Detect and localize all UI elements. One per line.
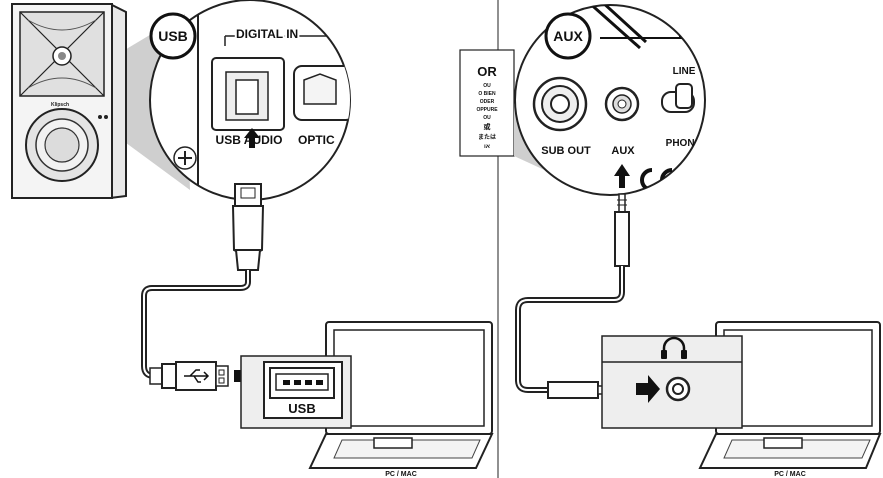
arrow-right-icon	[636, 375, 660, 403]
usb-symbol-icon	[184, 369, 210, 383]
aux-badge-label: AUX	[553, 28, 583, 44]
or-box: OR OU O BIEN ODER OPPURE OU 或 または או	[459, 49, 515, 157]
speaker: Klipsch	[11, 3, 127, 199]
laptop-caption-left: PC / MAC	[385, 471, 417, 478]
speaker-brand: Klipsch	[51, 102, 69, 108]
port-label-sub-out: SUB OUT	[541, 145, 591, 157]
usb-port-callout: USB	[240, 355, 352, 429]
laptop-left	[308, 321, 494, 469]
port-label-usb-audio: USB AUDIO	[216, 133, 283, 147]
aux-cable	[515, 193, 630, 399]
zoom-circle-aux: OP LINE PHONO SUB OUT AUX	[514, 4, 706, 196]
laptop-right	[698, 321, 882, 469]
switch-label-phono: PHONO	[666, 138, 703, 149]
or-translation-2: ODER	[480, 99, 495, 105]
or-translation-7: או	[484, 144, 490, 150]
or-translation-3: OPPURE	[476, 107, 498, 113]
zoom-circle-usb: DIGITAL IN USB AUDIO OPTIC	[149, 0, 351, 201]
or-main: OR	[477, 64, 497, 79]
switch-label-line: LINE	[673, 66, 696, 77]
laptop-caption-right: PC / MAC	[774, 471, 806, 478]
zoom-header-fragment: OP	[660, 11, 676, 23]
or-translation-5: 或	[484, 122, 491, 131]
port-label-optical: OPTIC	[298, 133, 335, 147]
or-translation-0: OU	[483, 83, 491, 89]
port-label-aux: AUX	[611, 145, 635, 157]
zoom-header-digital-in: DIGITAL IN	[236, 27, 298, 41]
aux-badge: AUX	[544, 12, 592, 60]
or-translation-6: または	[478, 133, 496, 141]
usb-cable	[141, 183, 265, 391]
laptop-usb-port-label: USB	[288, 401, 315, 416]
usb-badge-label: USB	[158, 28, 188, 44]
or-translation-1: O BIEN	[478, 91, 496, 97]
usb-badge: USB	[149, 12, 197, 60]
headphone-port-callout	[601, 335, 743, 429]
or-translation-4: OU	[483, 115, 491, 121]
headphones-icon	[661, 336, 687, 359]
